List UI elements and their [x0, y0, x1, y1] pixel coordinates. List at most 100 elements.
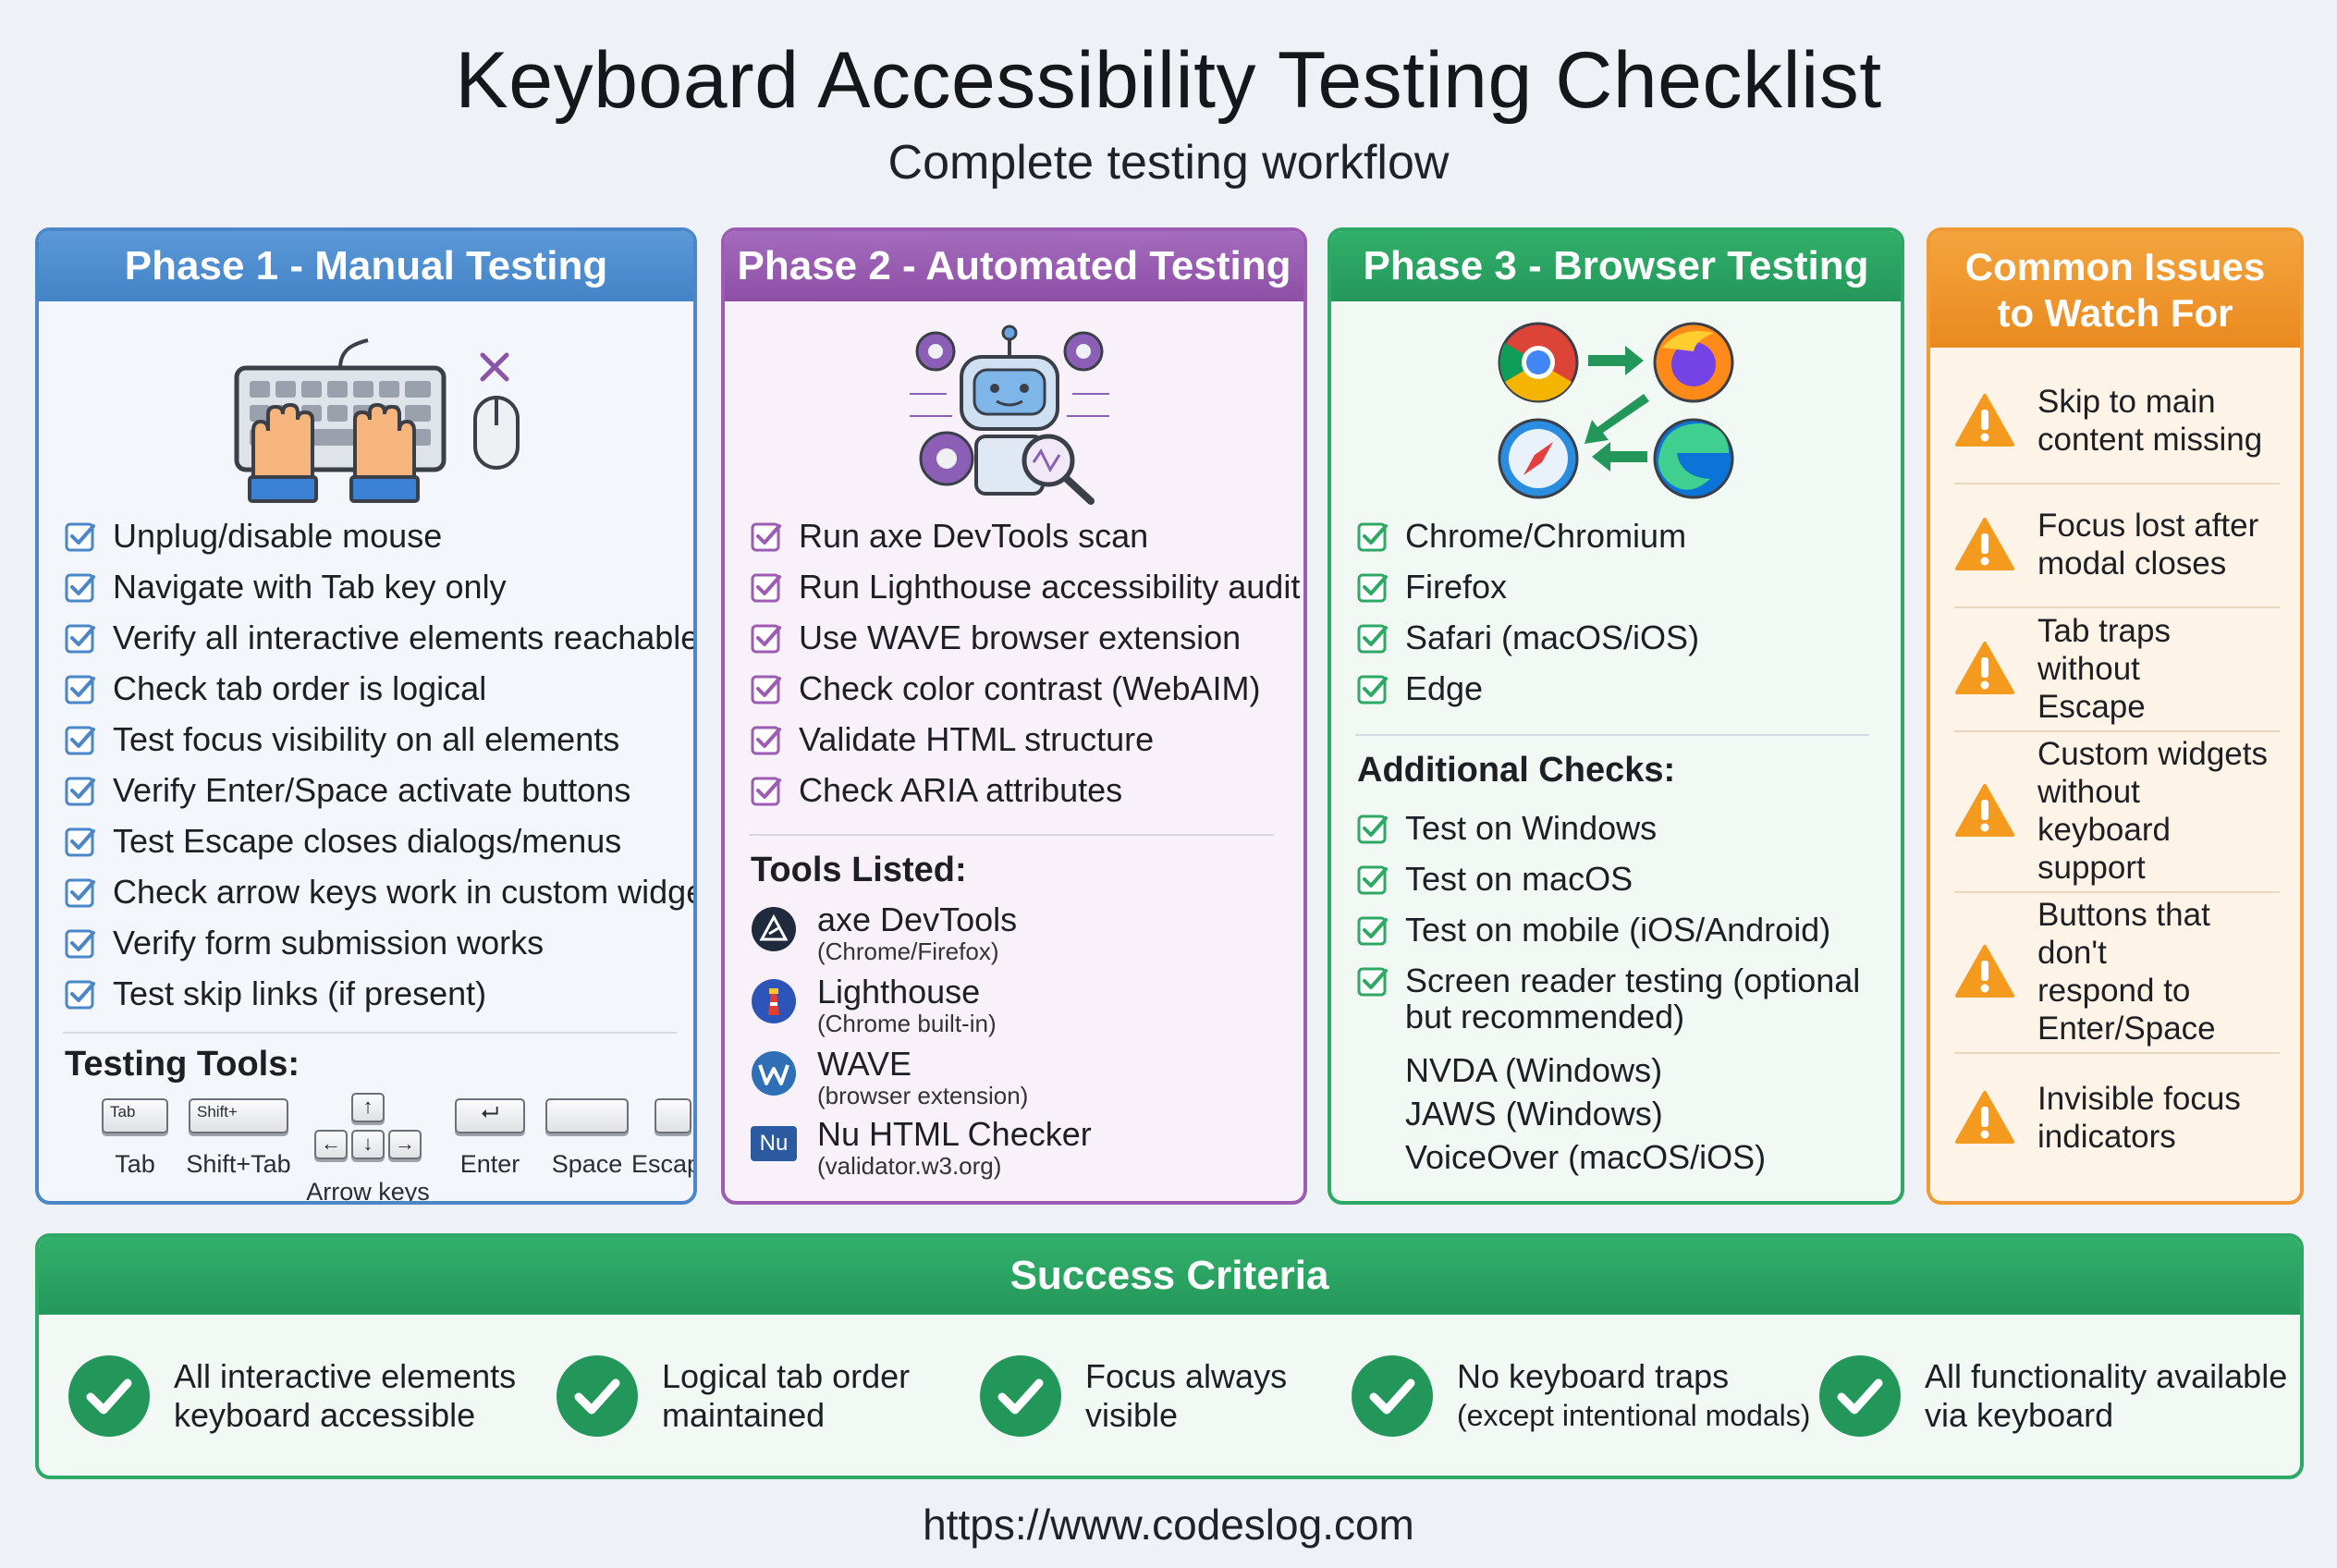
divider — [1954, 891, 2280, 893]
divider — [1954, 483, 2280, 484]
chrome-icon — [1498, 322, 1579, 403]
divider — [63, 1032, 677, 1034]
tool-desc: (Chrome/Firefox) — [817, 937, 999, 965]
checklist-item: Test focus visibility on all elements — [65, 714, 693, 765]
tool-nu-checker: Nu Nu HTML Checker(validator.w3.org) — [751, 1117, 1092, 1180]
phase3-heading: Phase 3 - Browser Testing — [1331, 231, 1901, 301]
issue-text-line: Buttons that don't — [2037, 897, 2210, 971]
checklist-item-text: Run Lighthouse accessibility audit — [799, 568, 1301, 606]
checklist-item: Check color contrast (WebAIM) — [751, 663, 1300, 714]
checklist-item-text: Test on mobile (iOS/Android) — [1405, 911, 1831, 949]
check-circle-icon — [980, 1355, 1061, 1437]
issue-text-line: Custom widgets — [2037, 736, 2268, 772]
testing-tools-heading: Testing Tools: — [65, 1045, 300, 1084]
space-key — [545, 1098, 629, 1133]
checklist-item-text: Verify Enter/Space activate buttons — [113, 771, 631, 809]
edge-icon — [1653, 418, 1734, 499]
success-criterion: No keyboard traps(except intentional mod… — [1350, 1354, 1810, 1439]
checkbox-checked-icon — [751, 777, 781, 805]
issue-text-line: Enter/Space — [2037, 1011, 2216, 1047]
checklist-item: Run Lighthouse accessibility audit — [751, 561, 1300, 612]
check-circle-icon — [557, 1355, 638, 1437]
firefox-icon — [1653, 322, 1734, 403]
wave-icon — [752, 1051, 796, 1096]
checklist-item: Screen reader testing (optional — [1357, 955, 1860, 1006]
phase1-heading: Phase 1 - Manual Testing — [39, 231, 693, 301]
checklist-item-text: Test Escape closes dialogs/menus — [113, 822, 622, 860]
common-issues-heading-line1: Common Issues — [1964, 245, 2266, 288]
issue-text-line: Tab traps without — [2037, 612, 2171, 687]
checklist-item: but recommended) — [1357, 991, 1860, 1042]
checkbox-checked-icon — [65, 522, 95, 551]
checkbox-checked-icon — [1357, 865, 1388, 894]
escape-key — [655, 1098, 691, 1133]
checklist-item: Test Escape closes dialogs/menus — [65, 815, 693, 866]
checklist-item-text: Use WAVE browser extension — [799, 619, 1242, 656]
keyboard-keys: Tab Tab Shift+ Shift+Tab ↑ ← ↓ → Arrow k… — [63, 1093, 693, 1205]
checklist-item-text: Test on macOS — [1405, 860, 1633, 898]
divider — [1954, 730, 2280, 732]
tool-name: WAVE — [817, 1045, 912, 1083]
checkbox-checked-icon — [65, 726, 95, 754]
tool-desc: (Chrome built-in) — [817, 1010, 997, 1037]
page-title: Keyboard Accessibility Testing Checklist — [455, 36, 1882, 125]
footer-url: https://www.codeslog.com — [923, 1501, 1414, 1549]
common-issues-heading-line2: to Watch For — [1997, 291, 2233, 335]
checklist-item: Test on mobile (iOS/Android) — [1357, 904, 1860, 955]
divider — [749, 834, 1274, 836]
checklist-item-text: Test on Windows — [1405, 809, 1658, 847]
checkbox-checked-icon — [751, 573, 781, 602]
checklist-item-text: Check color contrast (WebAIM) — [799, 669, 1261, 707]
warning-triangle-icon — [1955, 518, 2014, 570]
keyboard-hands-icon — [234, 338, 520, 503]
divider — [1355, 734, 1869, 736]
arrow-keys-label: Arrow keys — [306, 1178, 430, 1205]
screen-reader-nvda: NVDA (Windows) — [1405, 1051, 1663, 1089]
checkbox-checked-icon — [1357, 967, 1388, 996]
checkbox-checked-icon — [1357, 916, 1388, 945]
checklist-item: Test on macOS — [1357, 853, 1860, 904]
space-key-label: Space — [551, 1150, 623, 1178]
criterion-text: No keyboard traps(except intentional mod… — [1457, 1357, 1810, 1435]
tool-lighthouse: Lighthouse(Chrome built-in) — [751, 974, 997, 1037]
phase3-card: Phase 3 - Browser Testing Chrome/Chro — [1328, 227, 1904, 1205]
issue-text-line: Invisible focus — [2037, 1081, 2241, 1117]
checkbox-checked-icon — [751, 624, 781, 653]
checkbox-checked-icon — [1357, 815, 1388, 843]
checklist-item-text: Unplug/disable mouse — [113, 517, 443, 555]
browsers-icon — [1498, 322, 1734, 499]
checklist-item: Run axe DevTools scan — [751, 510, 1300, 561]
shift-tab-label: Shift+Tab — [186, 1150, 291, 1178]
checklist-item-text: Navigate with Tab key only — [113, 568, 507, 606]
checkbox-checked-icon — [751, 675, 781, 704]
robot-gears-icon — [910, 325, 1109, 505]
issue-text-line: without keyboard — [2037, 774, 2171, 848]
criterion-line2: maintained — [662, 1396, 826, 1434]
checkbox-checked-icon — [65, 827, 95, 856]
checklist-item: Chrome/Chromium — [1357, 510, 1699, 561]
phase2-heading: Phase 2 - Automated Testing — [725, 231, 1303, 301]
criterion-line1: Focus always — [1085, 1357, 1288, 1395]
checkbox-checked-icon — [1357, 675, 1388, 704]
warning-triangle-icon — [1955, 642, 2014, 694]
criterion-line2: (except intentional modals) — [1457, 1399, 1811, 1432]
issue-text-line: Focus lost after — [2037, 508, 2259, 544]
checklist-item: Firefox — [1357, 561, 1699, 612]
checklist-item: Validate HTML structure — [751, 714, 1300, 765]
enter-key: ⮠ — [455, 1098, 525, 1133]
checklist-item-text: Verify form submission works — [113, 924, 544, 962]
